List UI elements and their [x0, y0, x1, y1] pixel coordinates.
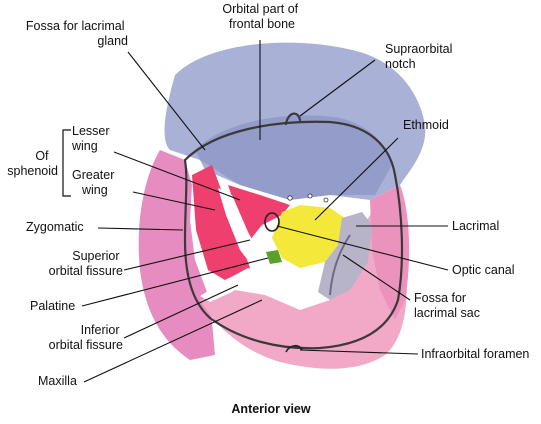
- label-palatine: Palatine: [30, 299, 75, 313]
- lacrimal-sac-fossa-shape: [329, 234, 351, 296]
- leader-maxilla: [83, 299, 263, 383]
- sphenoid-bracket: [62, 129, 71, 197]
- leader-infraorbital-foramen: [299, 349, 419, 355]
- greater-wing-region: [192, 165, 250, 280]
- supraorbital-notch-shape: [284, 112, 302, 126]
- leader-zygomatic: [97, 227, 184, 231]
- foramen-dot: [287, 195, 293, 201]
- foramen-dot: [323, 197, 329, 203]
- foramen-dot: [307, 193, 313, 199]
- label-ethmoid: Ethmoid: [403, 118, 449, 132]
- superior-orbital-fissure-region: [218, 188, 262, 268]
- leader-superior-orbital-fissure: [123, 239, 251, 271]
- label-infraorbital-foramen: Infraorbital foramen: [421, 347, 529, 361]
- leader-greater-wing: [132, 191, 216, 211]
- palatine-region: [266, 250, 282, 264]
- leader-lesser-wing: [113, 151, 241, 201]
- optic-canal-shape: [264, 212, 280, 232]
- leader-palatine: [81, 257, 269, 307]
- label-inferior-orbital-fissure: Inferior orbital fissure: [49, 323, 123, 352]
- ethmoid-region: [272, 205, 345, 268]
- frontal-orbital-plate: [195, 115, 392, 200]
- label-of-sphenoid: Of sphenoid: [7, 149, 58, 178]
- labels: Fossa for lacrimal gland Orbital part of…: [7, 2, 529, 416]
- inferior-orbital-fissure-region: [200, 268, 256, 302]
- label-greater-wing: Greater wing: [72, 168, 118, 197]
- leader-lines: [81, 40, 449, 383]
- label-zygomatic: Zygomatic: [26, 220, 84, 234]
- zygomatic-region: [138, 150, 215, 360]
- leader-fossa-lacrimal-gland: [127, 51, 206, 151]
- label-fossa-lacrimal-sac: Fossa for lacrimal sac: [414, 291, 480, 320]
- orbital-rim: [183, 120, 404, 350]
- label-orbital-part-frontal: Orbital part of frontal bone: [222, 2, 301, 31]
- label-supraorbital-notch: Supraorbital notch: [385, 42, 456, 71]
- caption: Anterior view: [231, 402, 310, 416]
- label-superior-orbital-fissure: Superior orbital fissure: [49, 249, 123, 278]
- orbit-outlines: [183, 112, 404, 353]
- orbit-bones: [138, 42, 426, 369]
- label-lacrimal: Lacrimal: [452, 219, 499, 233]
- label-maxilla: Maxilla: [38, 374, 77, 388]
- leader-ethmoid: [314, 137, 399, 221]
- leader-fossa-lacrimal-sac: [342, 254, 411, 301]
- leader-supraorbital-notch: [299, 59, 376, 117]
- label-lesser-wing: Lesser wing: [71, 124, 113, 153]
- infraorbital-foramen-shape: [285, 344, 303, 353]
- leader-inferior-orbital-fissure: [123, 284, 239, 339]
- label-optic-canal: Optic canal: [452, 263, 515, 277]
- label-fossa-lacrimal-gland: Fossa for lacrimal gland: [26, 19, 128, 48]
- leader-optic-canal: [276, 225, 449, 271]
